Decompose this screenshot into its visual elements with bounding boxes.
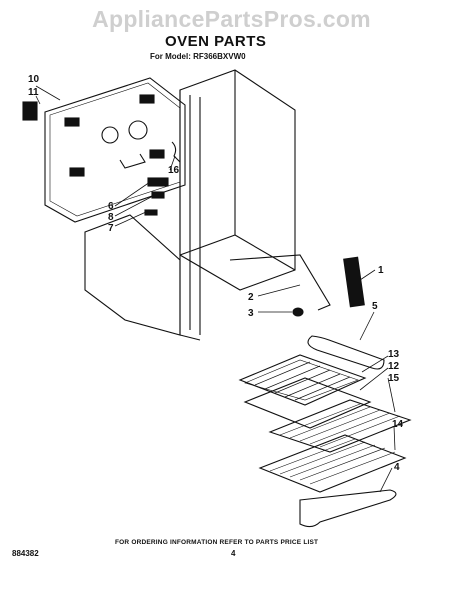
ordering-note: FOR ORDERING INFORMATION REFER TO PARTS …	[115, 539, 319, 546]
broil-element	[299, 489, 397, 528]
oven-liner	[179, 69, 296, 341]
bake-element	[307, 335, 385, 370]
clip-part	[22, 101, 38, 121]
bottom-bracket	[229, 254, 331, 311]
hinge-bracket	[343, 256, 365, 308]
callout-12: 12	[388, 361, 400, 372]
watermark: AppliancePartsPros.com	[92, 6, 371, 32]
rear-panel	[44, 77, 186, 223]
document-code: 884382	[12, 549, 39, 558]
callout-14: 14	[392, 419, 404, 430]
diagram-title: OVEN PARTS	[165, 33, 267, 50]
callout-6: 6	[108, 201, 114, 212]
callout-11: 11	[28, 87, 39, 98]
callout-8: 8	[108, 212, 114, 223]
callout-10: 10	[28, 74, 40, 85]
page-number: 4	[231, 549, 236, 558]
bracket-part	[171, 141, 181, 163]
callout-5: 5	[372, 301, 378, 312]
oven-rack-lower	[258, 434, 407, 493]
callout-1: 1	[378, 265, 384, 276]
oven-rack-upper	[268, 399, 412, 453]
callout-3: 3	[248, 308, 254, 319]
callout-15: 15	[388, 373, 400, 384]
callout-2: 2	[248, 292, 254, 303]
broil-pan	[238, 354, 372, 429]
callout-13: 13	[388, 349, 400, 360]
callout-4: 4	[394, 462, 400, 473]
callout-7: 7	[108, 223, 114, 234]
terminal-block	[147, 177, 169, 187]
side-panel	[84, 214, 181, 336]
model-subtitle: For Model: RF366BXVW0	[150, 52, 246, 61]
callout-16: 16	[168, 165, 180, 176]
screw-part	[292, 307, 304, 317]
